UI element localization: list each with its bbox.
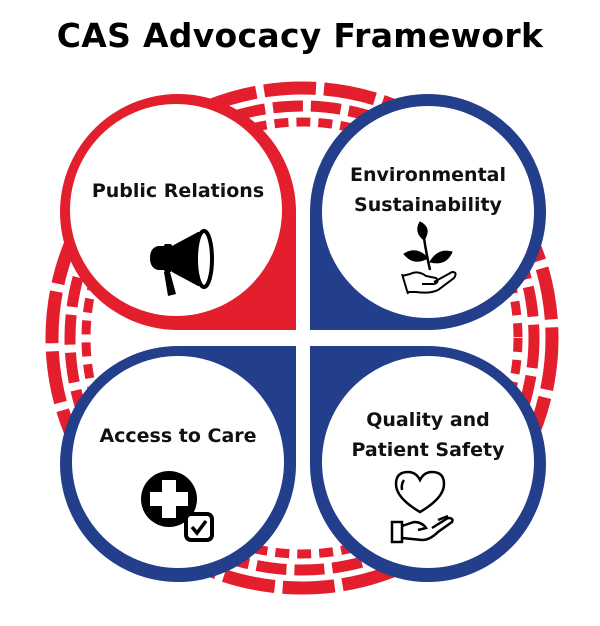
label-line: Environmental [350, 164, 506, 186]
label-quality-patient-safety: Quality and Patient Safety [326, 405, 530, 465]
label-public-relations: Public Relations [76, 176, 280, 206]
label-line: Quality and [366, 409, 490, 431]
dashed-ring-decoration [45, 81, 559, 595]
plant-in-hand-icon [401, 221, 457, 295]
label-environmental-sustainability: Environmental Sustainability [326, 160, 530, 220]
quadrant-environmental-sustainability [310, 94, 546, 330]
megaphone-icon [150, 229, 214, 296]
label-line: Patient Safety [351, 439, 505, 461]
label-line: Public Relations [91, 180, 265, 202]
quadrant-quality-patient-safety [309, 346, 546, 582]
medical-cross-check-icon [141, 471, 214, 542]
label-access-to-care: Access to Care [76, 421, 280, 451]
quadrant-public-relations [60, 94, 297, 330]
label-line: Sustainability [354, 194, 502, 216]
label-line: Access to Care [99, 425, 257, 447]
heart-in-hand-icon [390, 470, 454, 544]
quadrant-access-to-care [60, 346, 297, 582]
page-title: CAS Advocacy Framework [56, 16, 544, 55]
